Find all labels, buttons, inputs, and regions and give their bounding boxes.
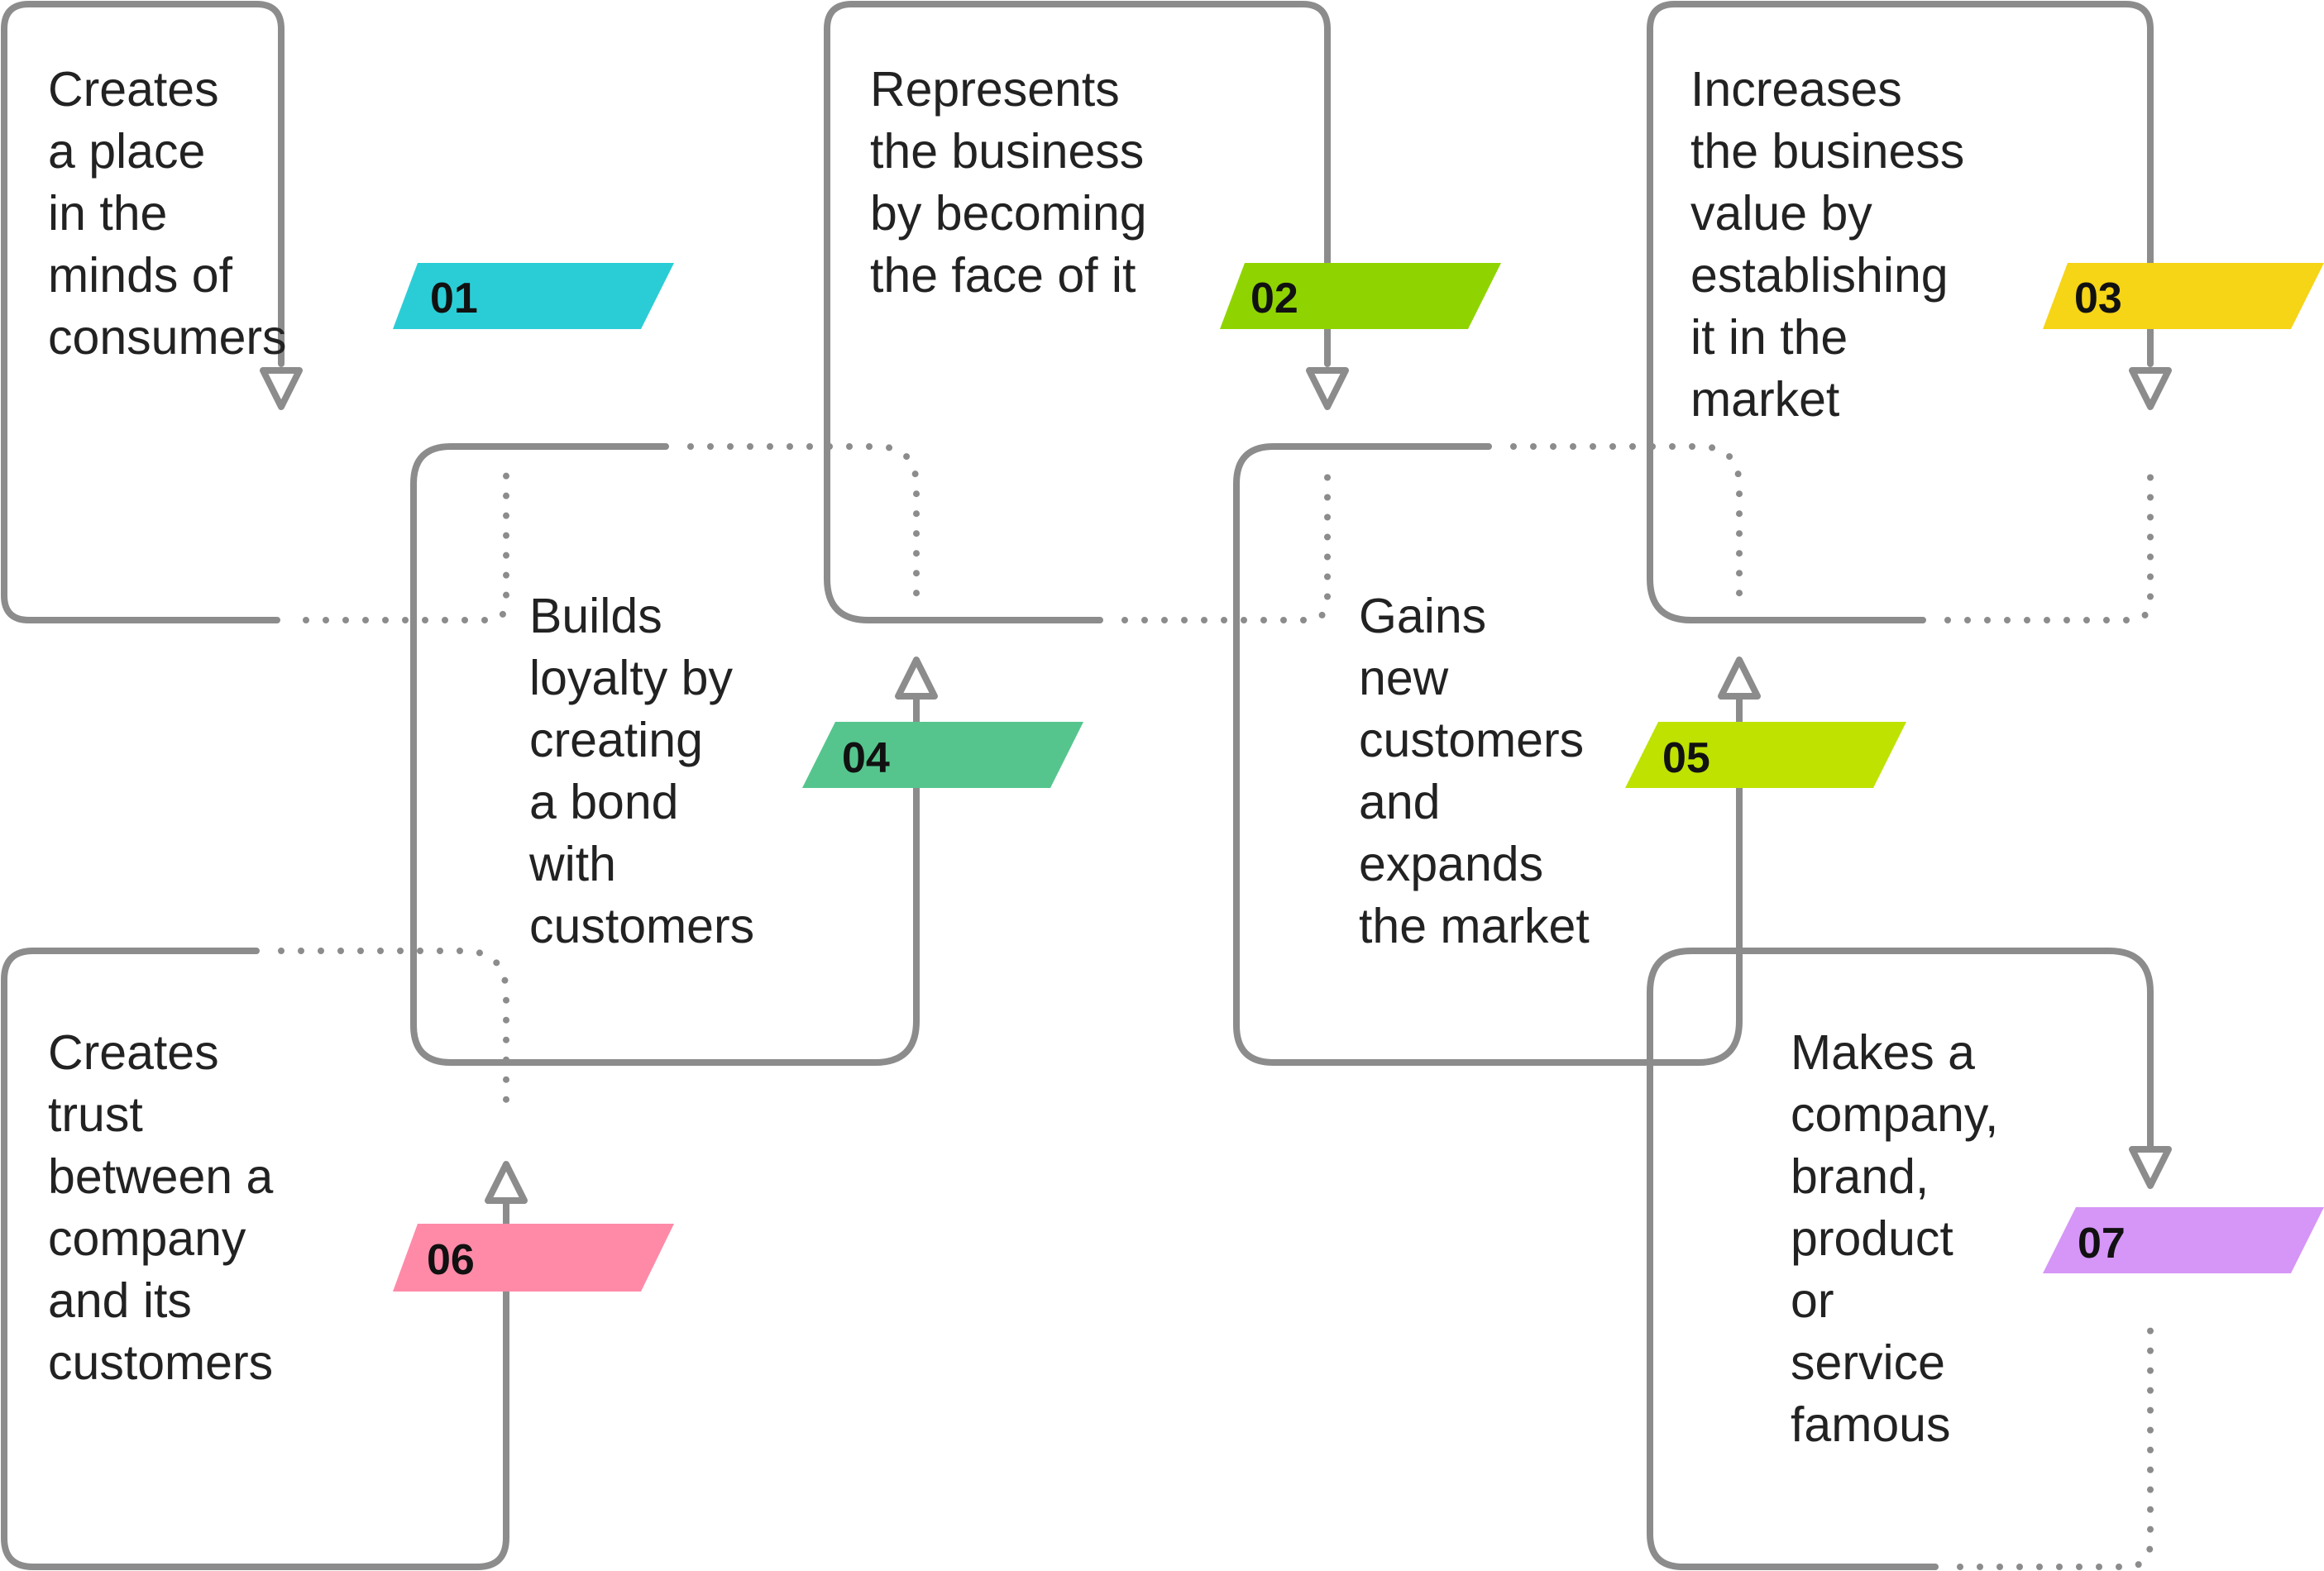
box-06-outline <box>1 948 509 1570</box>
number-tags: 01 02 03 04 05 06 07 <box>393 263 2324 1292</box>
tag-04-shape <box>802 722 1083 788</box>
step-07-line: brand, <box>1791 1149 1929 1204</box>
step-02-line: Represents <box>870 62 1120 117</box>
box-04-dotted-link <box>687 443 920 599</box>
tag-01-shape <box>393 263 674 329</box>
step-01-line: in the <box>48 186 167 241</box>
step-03-line: the business <box>1690 124 1964 179</box>
step-04-line: a bond <box>529 775 678 829</box>
step-05-line: Gains <box>1359 589 1486 643</box>
tag-07-shape <box>2043 1207 2324 1273</box>
step-06-line: trust <box>48 1087 143 1142</box>
box-03-dotted-link <box>1944 468 2154 623</box>
step-05-text: Gains new customers and expands the mark… <box>1359 589 1598 953</box>
step-04-line: creating <box>529 713 703 767</box>
step-03-line: value by <box>1690 186 1872 241</box>
step-03-line: Increases <box>1690 62 1902 117</box>
step-02-text: Represents the business by becoming the … <box>870 62 1160 303</box>
step-01-line: a place <box>48 124 205 179</box>
tag-04-label: 04 <box>842 734 890 782</box>
step-03-text: Increases the business value by establis… <box>1690 62 1978 427</box>
step-05-line: new <box>1359 651 1449 705</box>
box-07-dotted-link <box>1957 1316 2154 1570</box>
arrow-up-04 <box>895 657 938 700</box>
step-07-line: product <box>1791 1211 1953 1266</box>
arrow-down-01 <box>260 367 303 410</box>
step-04-text: Builds loyalty by creating a bond with c… <box>528 589 754 953</box>
step-02-line: the face of it <box>870 248 1136 303</box>
box-06-dotted-link <box>278 948 509 1103</box>
tag-06-shape <box>393 1224 674 1292</box>
tag-05: 05 <box>1625 722 1906 788</box>
box-02-dotted-link <box>1121 468 1331 623</box>
step-05-line: customers <box>1359 713 1584 767</box>
arrow-down-03 <box>2129 367 2172 410</box>
step-07-line: company, <box>1791 1087 1998 1142</box>
step-07-line: famous <box>1791 1397 1950 1452</box>
arrow-down-02 <box>1306 367 1349 410</box>
step-07-line: or <box>1791 1273 1834 1328</box>
arrow-down-07 <box>2129 1146 2172 1189</box>
tag-06: 06 <box>393 1224 674 1292</box>
step-06-line: Creates <box>48 1025 219 1080</box>
arrow-up-05 <box>1718 657 1761 700</box>
step-03-line: it in the <box>1690 310 1848 365</box>
step-06-line: company <box>48 1211 246 1266</box>
step-01-line: minds of <box>48 248 233 303</box>
box-04-outline <box>410 443 920 1066</box>
step-06-text: Creates trust between a company and its … <box>48 1025 287 1390</box>
tag-05-shape <box>1625 722 1906 788</box>
step-06-line: and its <box>48 1273 192 1328</box>
connectors <box>1 1 2172 1570</box>
tag-02: 02 <box>1220 263 1501 329</box>
step-04-line: with <box>528 837 616 891</box>
tag-04: 04 <box>802 722 1083 788</box>
step-07-line: service <box>1791 1335 1945 1390</box>
step-01-line: consumers <box>48 310 287 365</box>
box-02-outline <box>824 1 1331 623</box>
tag-06-label: 06 <box>427 1236 475 1284</box>
box-05-outline <box>1233 443 1743 1066</box>
tag-07-label: 07 <box>2078 1220 2126 1268</box>
arrow-up-06 <box>485 1161 528 1204</box>
step-07-text: Makes a company, brand, product or servi… <box>1791 1025 2012 1452</box>
box-01-outline <box>1 1 285 623</box>
step-02-line: the business <box>870 124 1144 179</box>
step-03-line: establishing <box>1690 248 1949 303</box>
step-05-line: and <box>1359 775 1440 829</box>
box-07-outline <box>1647 948 2154 1570</box>
box-01-dotted-link <box>303 468 509 623</box>
step-01-line: Creates <box>48 62 219 117</box>
tag-01: 01 <box>393 263 674 329</box>
step-05-line: expands <box>1359 837 1543 891</box>
box-05-dotted-link <box>1510 443 1743 599</box>
step-04-line: customers <box>529 899 754 953</box>
tag-02-shape <box>1220 263 1501 329</box>
step-04-line: Builds <box>529 589 662 643</box>
step-01-text: Creates a place in the minds of consumer… <box>48 62 287 365</box>
step-06-line: between a <box>48 1149 273 1204</box>
tag-01-label: 01 <box>430 275 478 322</box>
box-03-outline <box>1647 1 2154 623</box>
tag-02-label: 02 <box>1250 275 1298 322</box>
descriptions: Creates a place in the minds of consumer… <box>48 62 2012 1452</box>
step-02-line: by becoming <box>870 186 1147 241</box>
step-03-line: market <box>1690 372 1839 427</box>
step-06-line: customers <box>48 1335 273 1390</box>
step-04-line: loyalty by <box>529 651 733 705</box>
tag-03: 03 <box>2043 263 2324 329</box>
tag-03-label: 03 <box>2074 275 2122 322</box>
tag-05-label: 05 <box>1662 734 1710 782</box>
step-05-line: the market <box>1359 899 1590 953</box>
step-07-line: Makes a <box>1791 1025 1975 1080</box>
tag-07: 07 <box>2043 1207 2324 1273</box>
tag-03-shape <box>2043 263 2324 329</box>
